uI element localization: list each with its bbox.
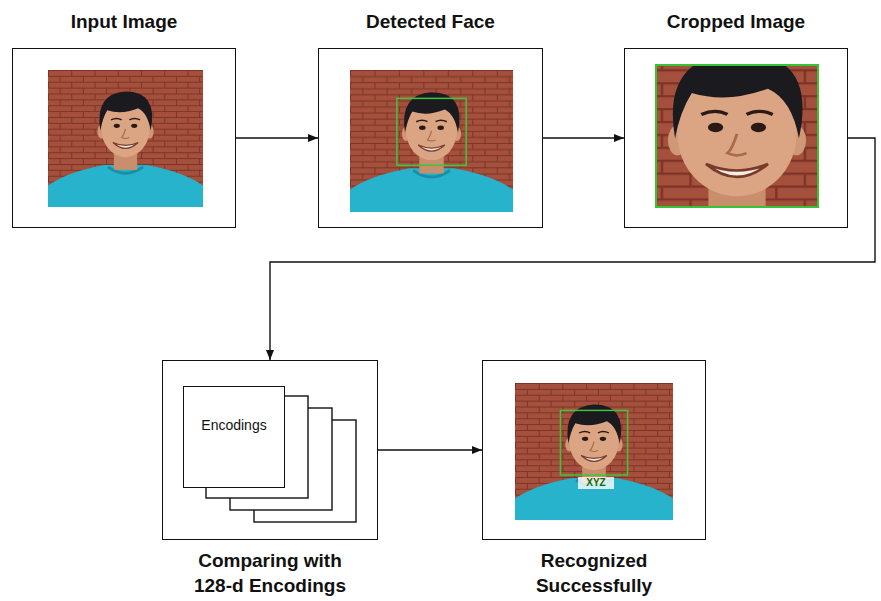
input-photo <box>48 70 203 207</box>
stage-heading: Comparing with 128-d Encodings <box>180 549 360 598</box>
cropped-photo <box>546 5 881 306</box>
person-photo <box>546 5 881 306</box>
stage-panel: Comparing with 128-d EncodingsEncodings <box>162 360 378 540</box>
face-box <box>397 98 466 165</box>
flow-arrow <box>270 138 875 360</box>
stage-panel: Cropped Image <box>624 48 848 228</box>
stage-heading: Detected Face <box>319 10 542 35</box>
flow-arrow <box>543 137 624 138</box>
card-label: Encodings <box>184 387 284 434</box>
crop-border <box>656 65 818 207</box>
encoding-card: Encodings <box>183 386 285 488</box>
stage-heading: Cropped Image <box>625 10 847 35</box>
face-box <box>560 410 627 475</box>
stage-panel: Recognized Successfully <box>482 360 706 540</box>
recognized-photo <box>515 383 673 520</box>
stage-heading: Input Image <box>13 10 235 35</box>
person-photo <box>350 70 513 212</box>
person-photo <box>515 383 673 520</box>
flow-arrow <box>378 449 482 450</box>
flow-arrow <box>236 137 318 138</box>
stage-heading: Recognized Successfully <box>504 549 684 598</box>
detected-photo <box>350 70 513 212</box>
name-tag: XYZ <box>578 477 614 489</box>
person-photo <box>48 70 203 207</box>
stage-panel: Input Image <box>12 48 236 228</box>
stage-panel: Detected Face <box>318 48 543 228</box>
